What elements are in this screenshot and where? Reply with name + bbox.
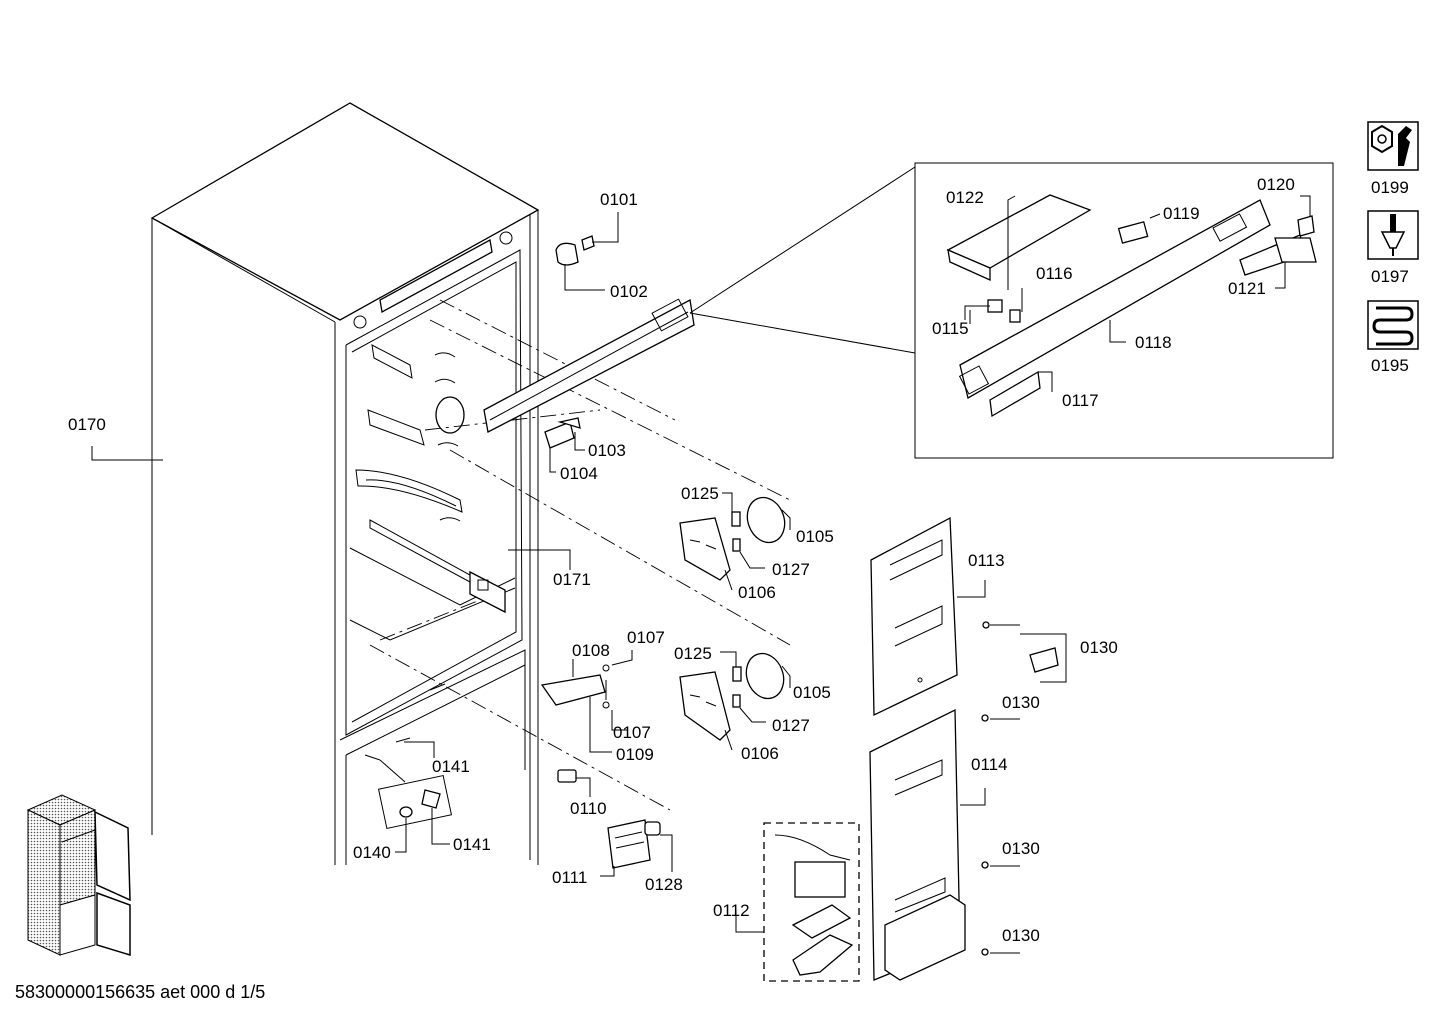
- document-footer-code: 58300000156635 aet 000 d 1/5: [15, 982, 265, 1002]
- label-0116: 0116: [1036, 264, 1073, 283]
- part-labels: 0101 0102 0103 0104 0105 0105 0106 0106 …: [68, 175, 1409, 945]
- label-0111: 0111: [552, 868, 587, 887]
- label-0114: 0114: [971, 755, 1008, 774]
- wrench-nut-icon: [1367, 121, 1419, 171]
- label-0106-upper: 0106: [738, 583, 776, 602]
- label-0104: 0104: [560, 464, 598, 483]
- label-0140: 0140: [353, 843, 391, 862]
- label-0119: 0119: [1163, 204, 1200, 223]
- label-0130-c: 0130: [1002, 839, 1040, 858]
- label-0120: 0120: [1257, 175, 1295, 194]
- label-0125-lower: 0125: [674, 644, 712, 663]
- label-0141-upper: 0141: [432, 757, 470, 776]
- label-0130-d: 0130: [1002, 926, 1040, 945]
- label-0108: 0108: [572, 641, 610, 660]
- label-0195: 0195: [1371, 356, 1409, 375]
- label-0122: 0122: [946, 188, 984, 207]
- label-0105-upper: 0105: [796, 527, 834, 546]
- screwdriver-icon: [1367, 210, 1419, 260]
- label-0130-a: 0130: [1080, 638, 1118, 657]
- label-0127-lower: 0127: [772, 716, 810, 735]
- label-0110: 0110: [570, 799, 607, 818]
- label-0103: 0103: [588, 441, 626, 460]
- label-0102: 0102: [610, 282, 648, 301]
- label-0130-b: 0130: [1002, 693, 1040, 712]
- label-0107-lower: 0107: [613, 723, 651, 742]
- label-0171: 0171: [553, 570, 591, 589]
- label-0113: 0113: [968, 551, 1005, 570]
- leader-lines: [91, 195, 1311, 954]
- detail-inset: [689, 162, 1334, 459]
- middle-parts: [364, 235, 786, 869]
- fridge-thumbnail-icon: [26, 794, 131, 957]
- label-0101: 0101: [600, 190, 638, 209]
- fridge-cabinet: [150, 102, 540, 865]
- label-0106-lower: 0106: [741, 744, 779, 763]
- label-0105-lower: 0105: [793, 683, 831, 702]
- label-0109: 0109: [616, 745, 654, 764]
- label-0115: 0115: [932, 319, 969, 338]
- heating-coil-icon: [1367, 300, 1419, 350]
- label-0107-upper: 0107: [627, 628, 665, 647]
- label-0128: 0128: [645, 875, 683, 894]
- label-0170: 0170: [68, 415, 106, 434]
- label-0127-upper: 0127: [772, 560, 810, 579]
- label-0118: 0118: [1135, 333, 1172, 352]
- label-0117: 0117: [1062, 391, 1099, 410]
- label-0125-upper: 0125: [681, 484, 719, 503]
- right-panels: [763, 516, 1067, 982]
- label-0141-lower: 0141: [453, 835, 491, 854]
- label-0112: 0112: [713, 901, 750, 920]
- label-0197: 0197: [1371, 267, 1409, 286]
- label-0199: 0199: [1371, 178, 1409, 197]
- label-0121: 0121: [1228, 279, 1266, 298]
